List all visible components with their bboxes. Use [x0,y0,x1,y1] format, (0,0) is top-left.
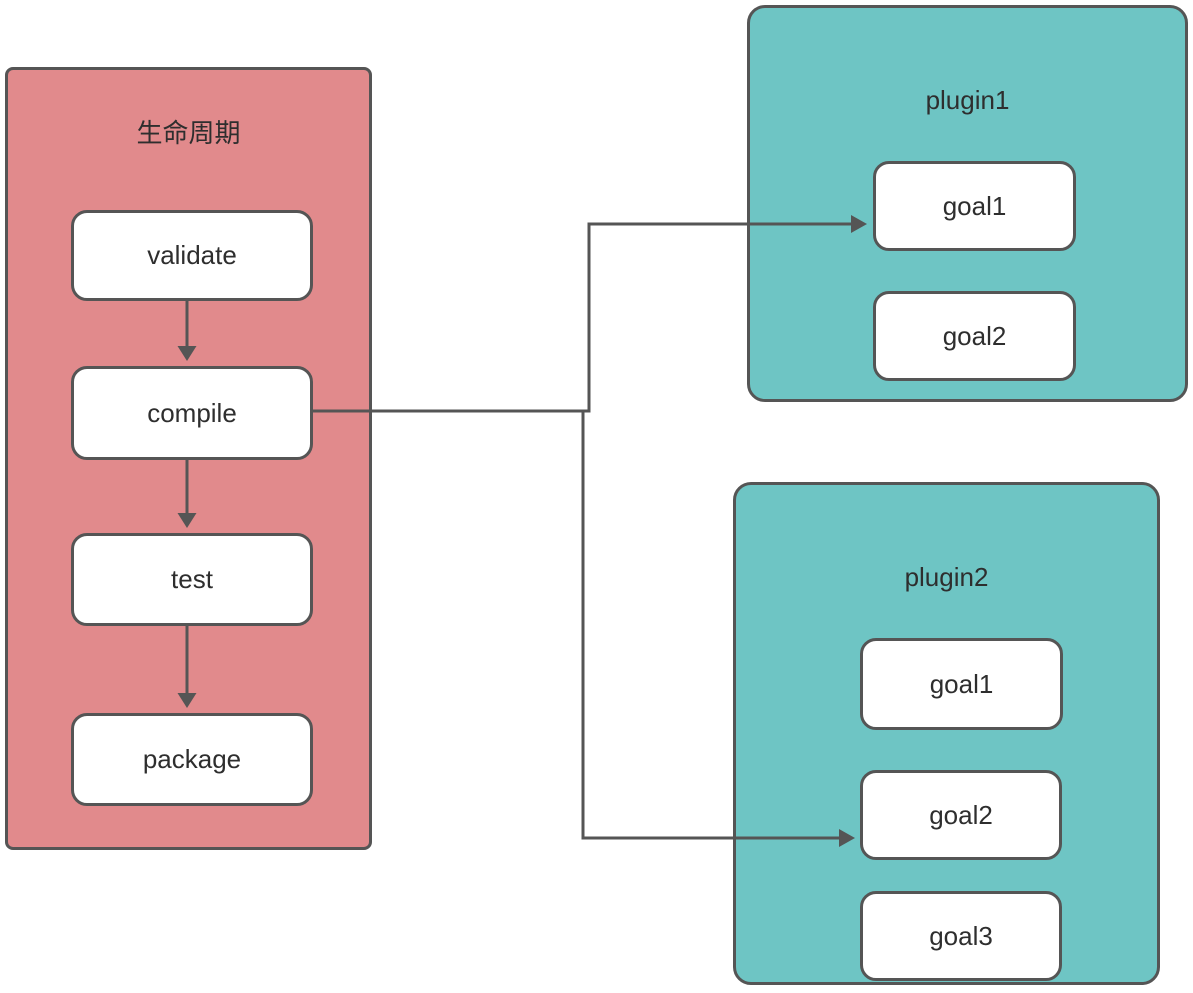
plugin1-goal1-node: goal1 [873,161,1076,251]
lifecycle-node-compile: compile [71,366,313,460]
lifecycle-node-validate: validate [71,210,313,301]
lifecycle-group: 生命周期 validate compile test package [5,67,372,850]
plugin2-group: plugin2 goal1 goal2 goal3 [733,482,1160,985]
lifecycle-title: 生命周期 [136,118,241,148]
plugin1-title: plugin1 [925,85,1010,115]
plugin1-goal2-node: goal2 [873,291,1076,381]
plugin2-title: plugin2 [904,562,989,592]
lifecycle-node-test: test [71,533,313,626]
plugin1-group: plugin1 goal1 goal2 [747,5,1188,402]
lifecycle-node-package: package [71,713,313,806]
plugin2-goal2-node: goal2 [860,770,1062,860]
plugin2-goal1-node: goal1 [860,638,1063,730]
plugin2-goal3-node: goal3 [860,891,1062,981]
